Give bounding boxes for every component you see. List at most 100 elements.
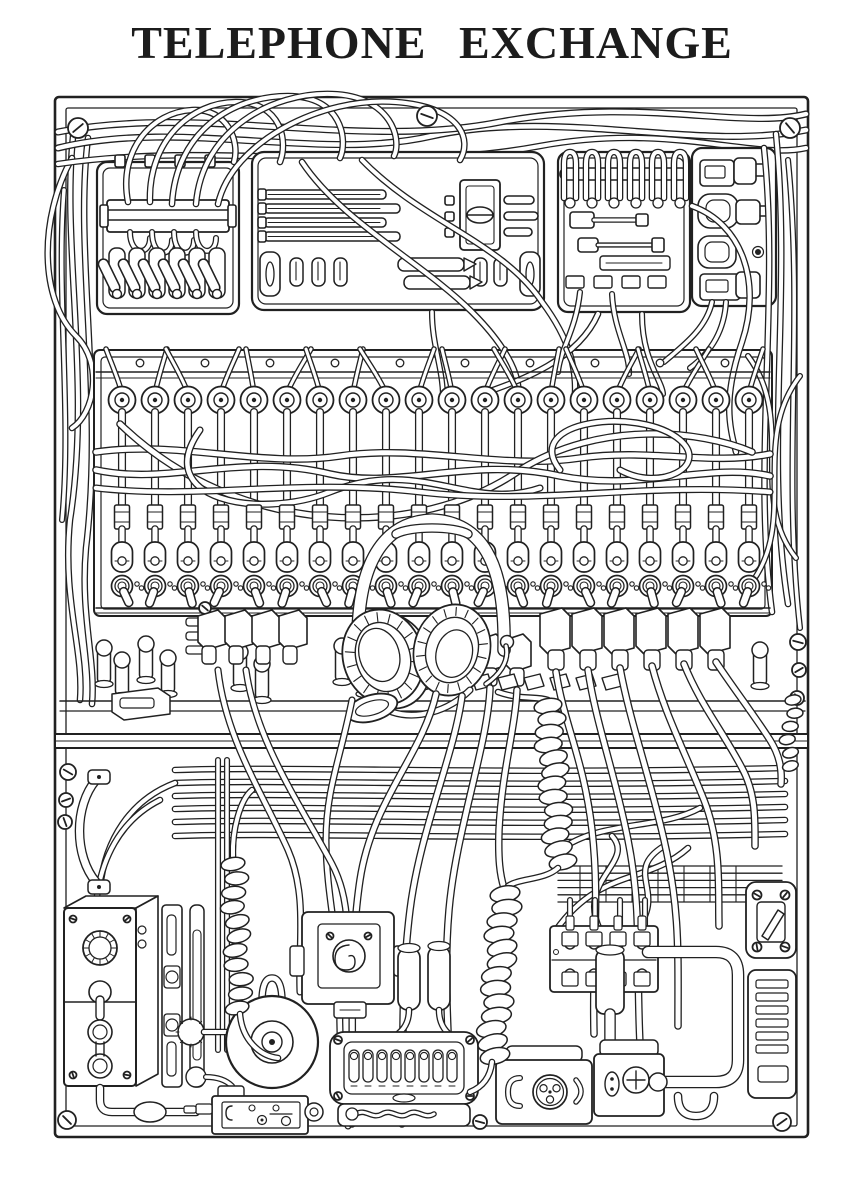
line-detail	[365, 934, 371, 938]
line-detail	[260, 1118, 264, 1122]
circle-detail	[87, 1019, 113, 1045]
circle-detail	[433, 1051, 443, 1061]
line-detail	[279, 392, 295, 408]
circle-detail	[398, 581, 404, 587]
circle-detail	[270, 585, 277, 591]
line-detail	[778, 733, 796, 746]
part	[227, 204, 237, 228]
frame-screws	[57, 105, 801, 1132]
line-detail	[265, 261, 275, 287]
line-detail	[543, 392, 559, 408]
line-detail	[97, 775, 101, 779]
wire-core	[617, 665, 681, 1029]
part	[195, 1103, 213, 1115]
part	[585, 931, 603, 947]
connector-panel-right	[660, 146, 778, 372]
stud	[593, 275, 613, 289]
bell-ringer	[175, 974, 320, 1090]
line-detail	[604, 1071, 620, 1097]
line-detail	[417, 640, 427, 645]
circle-detail	[629, 581, 635, 587]
line-detail	[667, 607, 699, 655]
wire-core	[238, 1012, 280, 1060]
circle-detail	[431, 581, 437, 587]
circle-detail	[200, 581, 206, 587]
line-detail	[354, 699, 390, 717]
circle-detail	[414, 556, 424, 566]
wire-core	[216, 99, 467, 206]
part	[613, 915, 623, 931]
patch-plug	[176, 504, 200, 573]
rail-hole	[590, 358, 600, 368]
circle-detail	[645, 556, 655, 566]
circle-detail	[732, 585, 739, 591]
circle-detail	[249, 556, 259, 566]
wire-core	[170, 94, 345, 206]
line-detail	[432, 616, 438, 624]
wire-core	[556, 290, 582, 374]
cord-weight	[158, 649, 178, 699]
part	[257, 216, 267, 229]
line-detail	[118, 586, 134, 608]
line-detail	[53, 95, 810, 1139]
circle-detail	[402, 585, 409, 591]
line-detail	[179, 1020, 184, 1025]
stud	[621, 275, 641, 289]
circle-detail	[111, 288, 123, 300]
line-detail	[761, 909, 785, 941]
plug-stub	[255, 645, 271, 665]
jack-socket	[569, 385, 599, 415]
line-detail	[91, 933, 95, 939]
line-detail	[180, 392, 196, 408]
line-detail	[382, 587, 396, 608]
line-detail	[704, 241, 730, 263]
line-detail	[225, 1105, 233, 1121]
toggle-lever	[277, 587, 291, 608]
xlr-connector	[532, 1074, 568, 1110]
line-detail	[610, 1087, 614, 1091]
circle-detail	[280, 1115, 292, 1127]
circle-detail	[165, 1018, 179, 1032]
line-detail	[755, 249, 761, 255]
toggle-switch	[275, 574, 310, 608]
line-detail	[353, 675, 362, 682]
wire-core	[124, 107, 238, 204]
line-detail	[109, 939, 115, 943]
wire-core	[352, 514, 510, 656]
line-detail	[647, 397, 653, 403]
circle-detail	[369, 585, 376, 591]
patch-plug	[605, 504, 629, 573]
line-detail	[198, 1039, 203, 1044]
jack-socket	[371, 385, 401, 415]
wire-core	[690, 204, 752, 454]
wire-core	[259, 975, 285, 1005]
left-cable-bundle	[44, 124, 97, 708]
line-detail	[119, 397, 125, 403]
line-detail	[497, 673, 519, 691]
part	[637, 915, 647, 931]
toggle-lever	[118, 586, 134, 608]
line-detail	[109, 953, 115, 957]
line-detail	[97, 885, 101, 889]
key-block	[571, 607, 603, 671]
wire-core	[173, 779, 787, 786]
circle-detail	[666, 585, 673, 591]
wire-core	[774, 132, 790, 606]
line-detail	[219, 899, 245, 915]
wire-core	[76, 776, 100, 886]
wire-core	[713, 659, 784, 787]
toggle-switch	[737, 574, 772, 608]
jack-socket	[239, 385, 269, 415]
line-detail	[539, 607, 571, 655]
wire-core	[173, 805, 787, 812]
line-detail	[738, 587, 753, 608]
line-detail	[378, 392, 394, 408]
wire-core	[59, 188, 68, 522]
line-detail	[642, 392, 658, 408]
line-detail	[514, 587, 529, 608]
line-detail	[781, 759, 799, 773]
toggle-switch	[110, 574, 145, 608]
line-detail	[515, 397, 521, 403]
line-detail	[427, 940, 451, 952]
